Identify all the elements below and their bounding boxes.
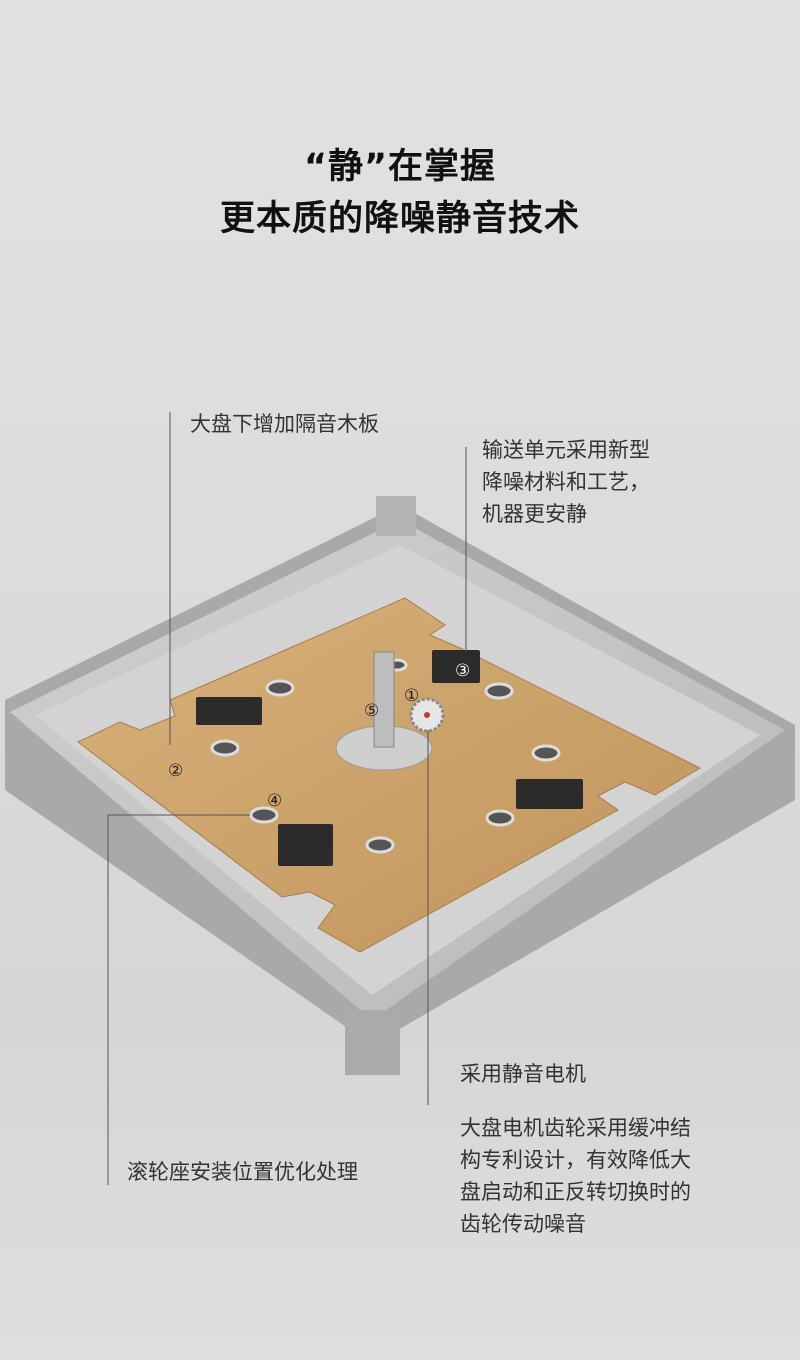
- callout-line: 盘启动和正反转切换时的: [460, 1180, 691, 1204]
- leader-lines: [107, 412, 467, 1185]
- corner-post-bottom: [345, 1010, 400, 1075]
- callout-line: 降噪材料和工艺，: [482, 470, 650, 494]
- callout-line: 大盘电机齿轮采用缓冲结: [460, 1116, 691, 1140]
- callout-line: 机器更安静: [482, 502, 587, 526]
- pad: [278, 824, 333, 866]
- gear-center: [424, 712, 430, 718]
- corner-post-top: [376, 496, 416, 536]
- headline-line1: “静”在掌握: [303, 147, 496, 187]
- callout-line: 输送单元采用新型: [482, 438, 650, 462]
- motor-shaft: [373, 651, 395, 748]
- pad: [516, 779, 583, 809]
- callout-conveyor: 输送单元采用新型 降噪材料和工艺， 机器更安静: [482, 434, 650, 530]
- callout-line: 构专利设计，有效降低大: [460, 1148, 691, 1172]
- pad: [196, 697, 262, 725]
- callout-motor-title: 采用静音电机: [460, 1062, 586, 1086]
- callout-roller-seat: 滚轮座安装位置优化处理: [127, 1160, 358, 1184]
- marker-5: ⑤: [364, 701, 379, 721]
- callout-line: 齿轮传动噪音: [460, 1212, 586, 1236]
- callout-soundproof-board: 大盘下增加隔音木板: [190, 412, 379, 436]
- callout-motor-desc: 大盘电机齿轮采用缓冲结 构专利设计，有效降低大 盘启动和正反转切换时的 齿轮传动…: [460, 1112, 691, 1240]
- marker-4: ④: [267, 791, 282, 811]
- soundproof-wood-board: [77, 597, 702, 953]
- pad-3: [432, 650, 480, 683]
- marker-2: ②: [168, 761, 183, 781]
- headline-line2: 更本质的降噪静音技术: [219, 199, 580, 239]
- marker-3: ③: [455, 661, 470, 681]
- marker-1: ①: [404, 686, 419, 706]
